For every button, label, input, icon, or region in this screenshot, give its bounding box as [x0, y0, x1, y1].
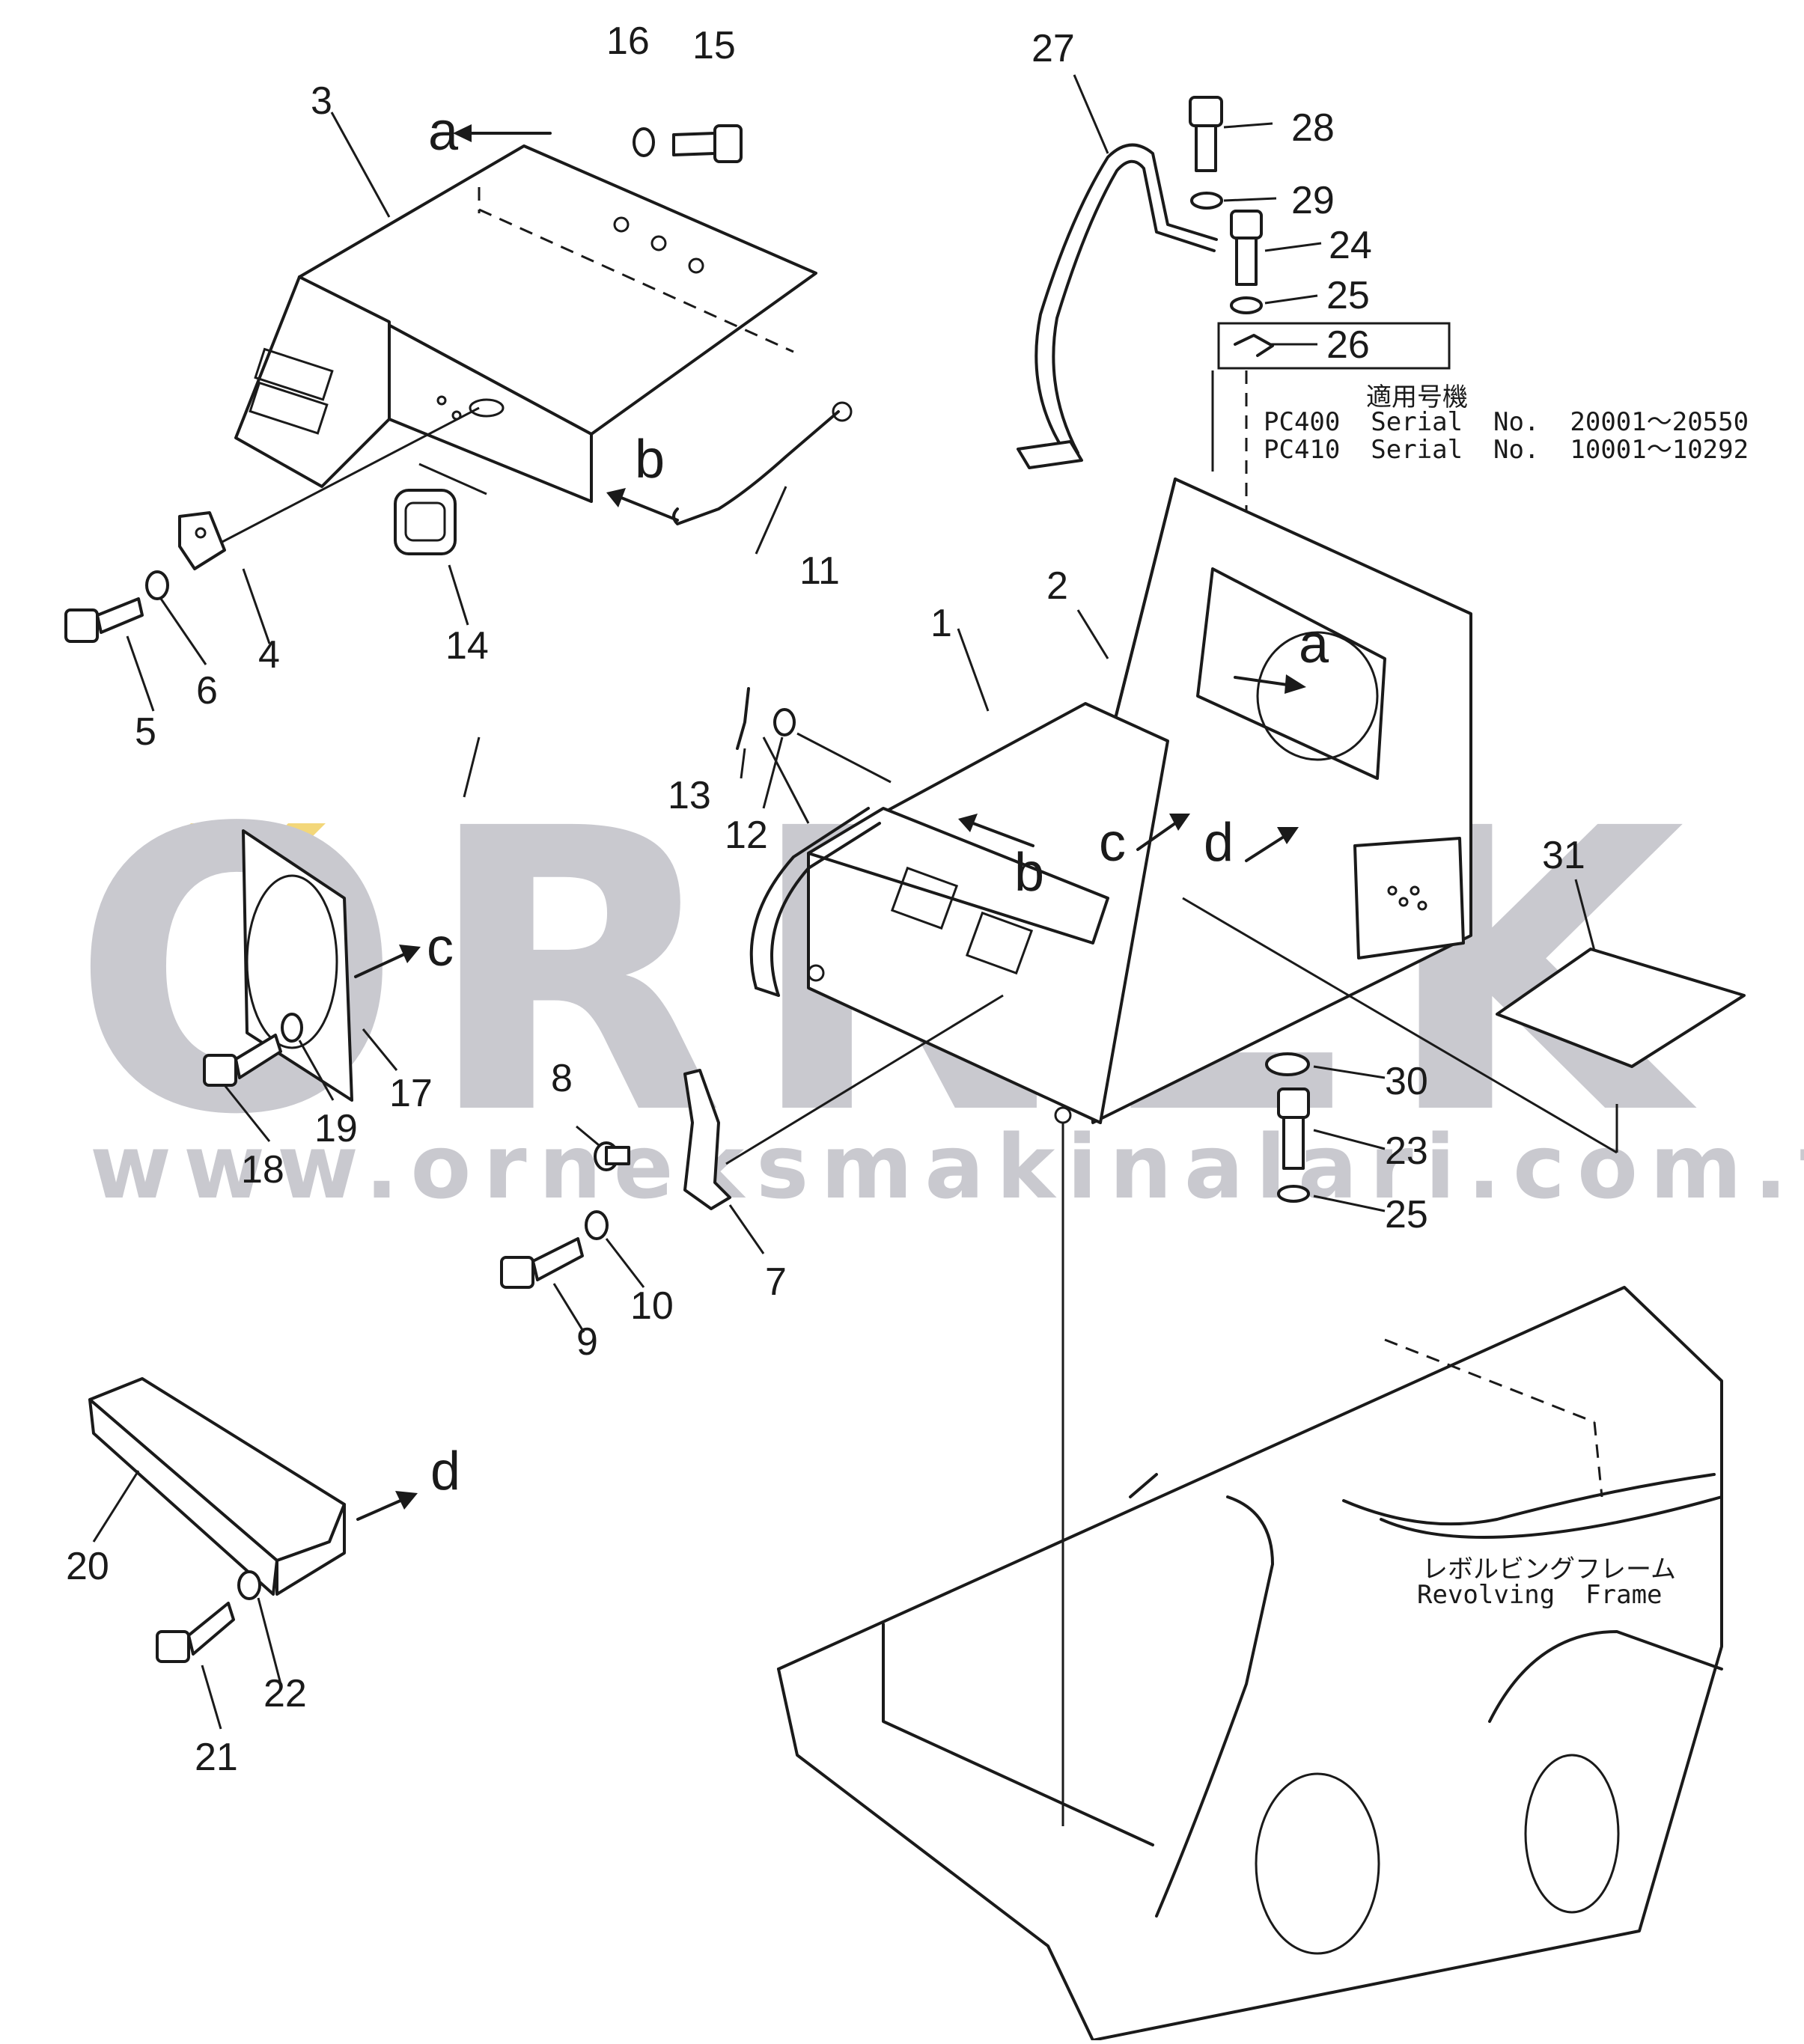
part-29-washer: [1190, 192, 1223, 210]
part-15-bolt: [672, 124, 743, 163]
part-label-5: 5: [135, 710, 156, 754]
part-19-washer: [281, 1013, 303, 1043]
part-label-11: 11: [799, 549, 840, 593]
note-heading: 適用号機: [1366, 382, 1468, 412]
part-3-cover: [234, 144, 817, 503]
connector-d-left: d: [430, 1442, 460, 1501]
part-20-channel: [88, 1377, 346, 1596]
part-label-17: 17: [389, 1072, 433, 1115]
part-26-plate: [1217, 322, 1451, 370]
part-24-bolt: [1230, 210, 1263, 286]
part-label-25-lower: 25: [1385, 1193, 1428, 1236]
revolving-frame: [777, 1123, 1723, 2042]
part-label-9: 9: [576, 1320, 598, 1364]
part-21-bolt: [156, 1602, 235, 1663]
connector-c-frame: c: [1099, 813, 1126, 873]
part-label-13: 13: [668, 774, 711, 817]
part-18-bolt: [203, 1034, 282, 1087]
part-label-12: 12: [725, 814, 768, 857]
watermark-url: www.orneksmakinalari.com.tr: [90, 1115, 1804, 1218]
part-label-4: 4: [258, 633, 280, 677]
part-23-bolt: [1277, 1087, 1310, 1170]
connector-b-frame: b: [1014, 843, 1044, 903]
part-label-28: 28: [1291, 106, 1335, 150]
part-22-washer: [237, 1570, 261, 1600]
part-27-handrail: [1017, 143, 1218, 469]
frame-label-en: Revolving Frame: [1417, 1580, 1663, 1610]
part-label-27: 27: [1031, 27, 1075, 70]
part-label-15: 15: [692, 24, 736, 67]
connector-a-top: a: [428, 102, 459, 162]
part-16-washer: [633, 127, 655, 157]
part-7-latch: [683, 994, 1004, 1210]
leader-lines: [92, 74, 1596, 1730]
part-label-23: 23: [1385, 1129, 1428, 1173]
note-line-pc400: PC400 Serial No. 20001～20550: [1264, 407, 1749, 437]
part-label-7: 7: [765, 1260, 787, 1304]
part-label-3: 3: [311, 79, 332, 123]
part-11-rod: [672, 410, 840, 525]
part-31-sheet: [1496, 948, 1746, 1068]
part-14-grommet: [394, 463, 487, 555]
part-9-bolt: [500, 1237, 584, 1289]
part-label-2: 2: [1046, 564, 1068, 608]
part-label-6: 6: [196, 669, 218, 713]
part-label-20: 20: [66, 1545, 109, 1588]
part-30-cap: [1265, 1052, 1310, 1076]
part-label-21: 21: [195, 1736, 238, 1779]
part-label-1: 1: [930, 602, 952, 645]
part-label-26: 26: [1326, 323, 1370, 367]
part-label-31: 31: [1542, 834, 1585, 877]
part-13-pin: [736, 687, 750, 750]
part-25-washer-top: [1230, 296, 1263, 314]
part-number-labels: 1 2 3 4 5 6 7 8 9 10 11 12 13 14 15 16 1…: [66, 19, 1585, 1779]
connector-b-cover: b: [635, 430, 665, 489]
part-label-19: 19: [314, 1107, 358, 1150]
revolving-frame-label: レボルビングフレーム Revolving Frame: [1417, 1555, 1676, 1610]
part-label-10: 10: [630, 1284, 674, 1328]
part-label-24: 24: [1329, 224, 1372, 267]
connector-arrows: [354, 124, 1306, 1521]
connector-d-frame: d: [1204, 813, 1234, 873]
connector-c-left: c: [427, 918, 454, 977]
part-5-bolt: [64, 597, 144, 643]
part-label-22: 22: [263, 1672, 307, 1715]
part-label-29: 29: [1291, 179, 1335, 222]
applicable-serial-note: 適用号機 PC400 Serial No. 20001～20550 PC410 …: [1264, 382, 1749, 465]
part-label-18: 18: [241, 1148, 284, 1192]
part-10-washer: [585, 1210, 609, 1240]
part-label-30: 30: [1385, 1060, 1428, 1103]
part-label-8: 8: [551, 1057, 573, 1100]
watermark-accent-left: [153, 823, 228, 861]
part-label-25-top: 25: [1326, 274, 1370, 317]
part-28-bolt: [1189, 96, 1223, 172]
part-17-plate: [242, 829, 353, 1102]
part-12-washer: [773, 708, 796, 736]
connector-labels: a b c d a b c d: [427, 102, 1329, 1501]
part-6-washer: [145, 570, 169, 600]
note-line-pc410: PC410 Serial No. 10001～10292: [1264, 435, 1749, 465]
part-label-16: 16: [606, 19, 650, 63]
connector-a-frame: a: [1299, 614, 1329, 674]
part-25-washer-lower: [1277, 1185, 1310, 1203]
part-4-bracket: [178, 406, 480, 570]
part-1-frame: [749, 478, 1618, 1154]
part-label-14: 14: [445, 624, 489, 668]
part-8-rivet: [594, 1141, 630, 1171]
frame-label-jp: レボルビングフレーム: [1422, 1555, 1676, 1584]
